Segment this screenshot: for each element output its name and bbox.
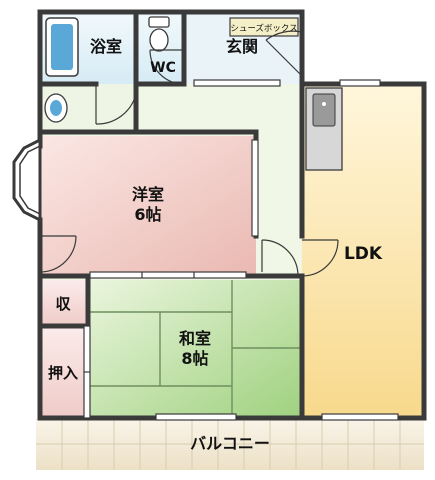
closet-floor: [40, 326, 86, 418]
japanese-room-size: 8帖: [181, 349, 208, 368]
tatami-mats: [90, 280, 302, 418]
japanese-room-floor: [90, 280, 302, 418]
wc-label: WC: [150, 60, 176, 76]
closet-label: 押入: [48, 364, 78, 382]
western-room-floor: [40, 136, 256, 274]
washbasin-icon: [44, 93, 68, 123]
toilet-icon: [148, 16, 170, 52]
bath-label: 浴室: [90, 37, 122, 56]
ldk-label: LDK: [344, 244, 383, 264]
bathtub-icon: [45, 17, 79, 77]
storage-label: 収: [55, 295, 71, 313]
door-swings: [39, 30, 339, 277]
western-room-size: 6帖: [134, 205, 161, 224]
sliding-doors: [83, 79, 399, 421]
shoe-box-label: シューズボックス: [230, 23, 297, 34]
storage-floor: [40, 280, 86, 326]
japanese-room-label: 和室: [179, 329, 211, 348]
balcony-grid: [36, 418, 424, 470]
balcony-label: バルコニー: [190, 434, 270, 453]
western-room-label: 洋室: [132, 185, 164, 204]
bay-window: [12, 137, 42, 223]
kitchen-sink-icon: [305, 87, 343, 171]
shoe-box: [229, 17, 299, 37]
entrance-label: 玄関: [226, 37, 258, 56]
